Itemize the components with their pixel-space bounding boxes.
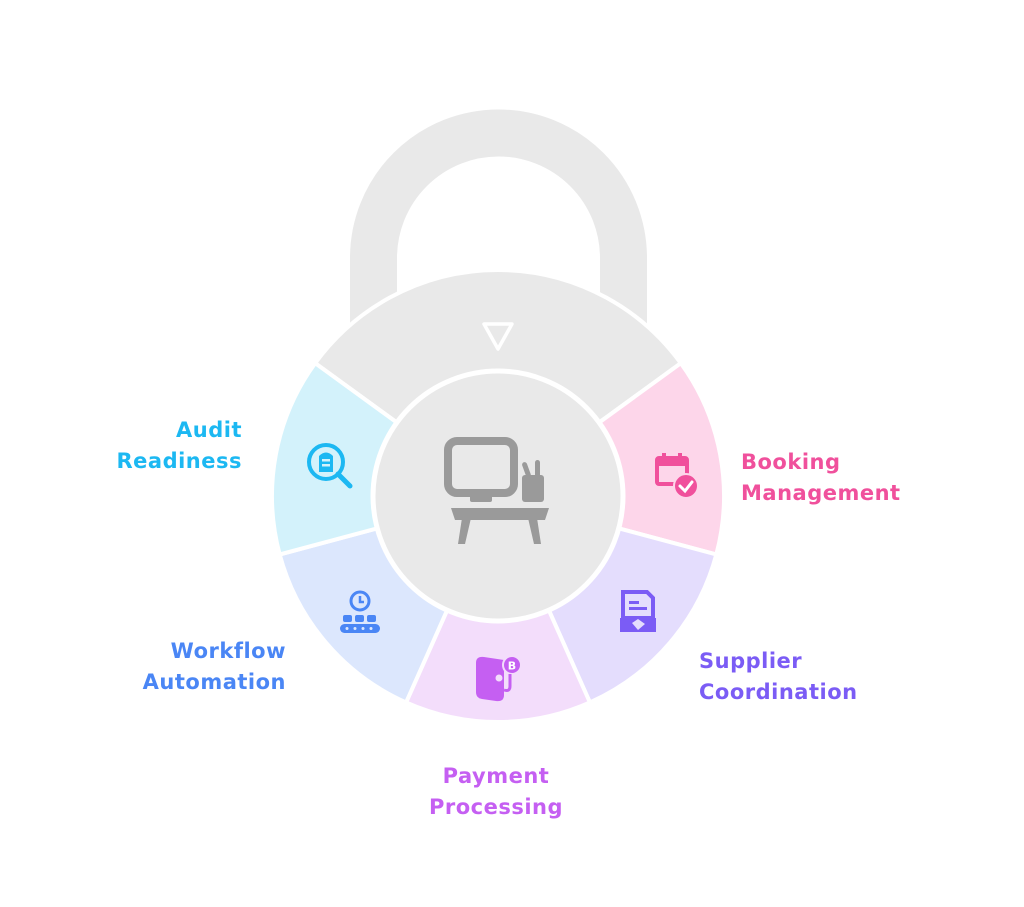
label-booking-management: Booking Management (741, 447, 901, 509)
svg-text:B: B (508, 660, 516, 673)
label-line: Workflow (170, 639, 286, 663)
label-payment-processing: Payment Processing (396, 761, 596, 823)
desk-computer-icon (444, 437, 549, 544)
label-line: Processing (428, 795, 564, 819)
calendar-check-icon (655, 453, 699, 499)
bitcoin-wallet-icon: B (476, 655, 522, 702)
label-line: Readiness (116, 449, 242, 473)
label-line: Payment (442, 764, 550, 788)
label-line: Audit (176, 418, 242, 442)
triangle-down-icon (482, 322, 514, 351)
label-line: Booking (741, 450, 841, 474)
label-line: Automation (142, 670, 286, 694)
contract-handshake-icon (620, 590, 656, 632)
label-line: Coordination (699, 680, 858, 704)
label-audit-readiness: Audit Readiness (80, 415, 242, 477)
label-line: Management (741, 481, 901, 505)
label-supplier-coordination: Supplier Coordination (699, 646, 858, 708)
label-workflow-automation: Workflow Automation (80, 636, 286, 698)
search-document-icon (307, 443, 353, 489)
conveyor-clock-icon (340, 590, 380, 633)
label-line: Supplier (699, 649, 803, 673)
padlock-shackle (350, 109, 647, 340)
